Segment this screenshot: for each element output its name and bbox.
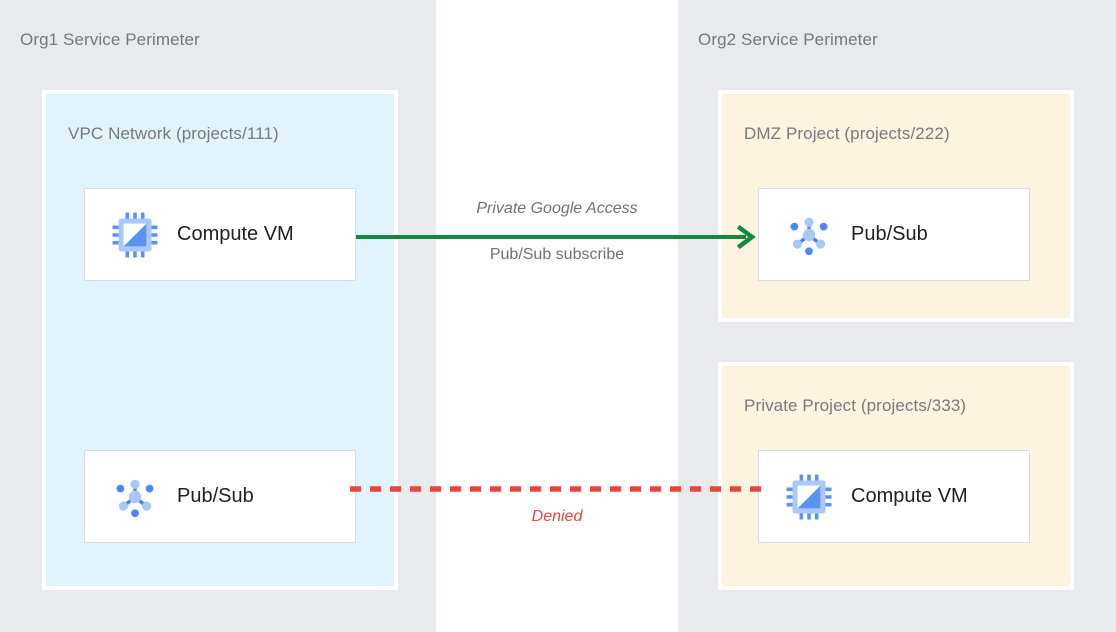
project-dmz-title: DMZ Project (projects/222) [744,124,950,143]
pubsub-icon [111,473,159,521]
connection-label-pubsub-subscribe: Pub/Sub subscribe [489,246,625,263]
project-vpc-title: VPC Network (projects/111) [68,124,279,143]
resource-card-pubsub-dmz[interactable]: Pub/Sub [758,188,1030,281]
resource-card-compute-vm-private[interactable]: Compute VM [758,450,1030,543]
resource-card-label: Compute VM [177,223,294,245]
compute-vm-icon [111,211,159,259]
project-private-title: Private Project (projects/333) [744,396,967,415]
resource-card-compute-vm-org1[interactable]: Compute VM [84,188,356,281]
resource-card-label: Pub/Sub [851,223,928,245]
compute-vm-icon [785,473,833,521]
resource-card-pubsub-org1[interactable]: Pub/Sub [84,450,356,543]
resource-card-label: Compute VM [851,485,968,507]
connection-label-denied: Denied [531,508,583,525]
connection-label-private-google-access: Private Google Access [476,200,638,217]
perimeter-org1-title: Org1 Service Perimeter [20,30,200,49]
perimeter-org2-title: Org2 Service Perimeter [698,30,878,49]
resource-card-label: Pub/Sub [177,485,254,507]
pubsub-icon [785,211,833,259]
